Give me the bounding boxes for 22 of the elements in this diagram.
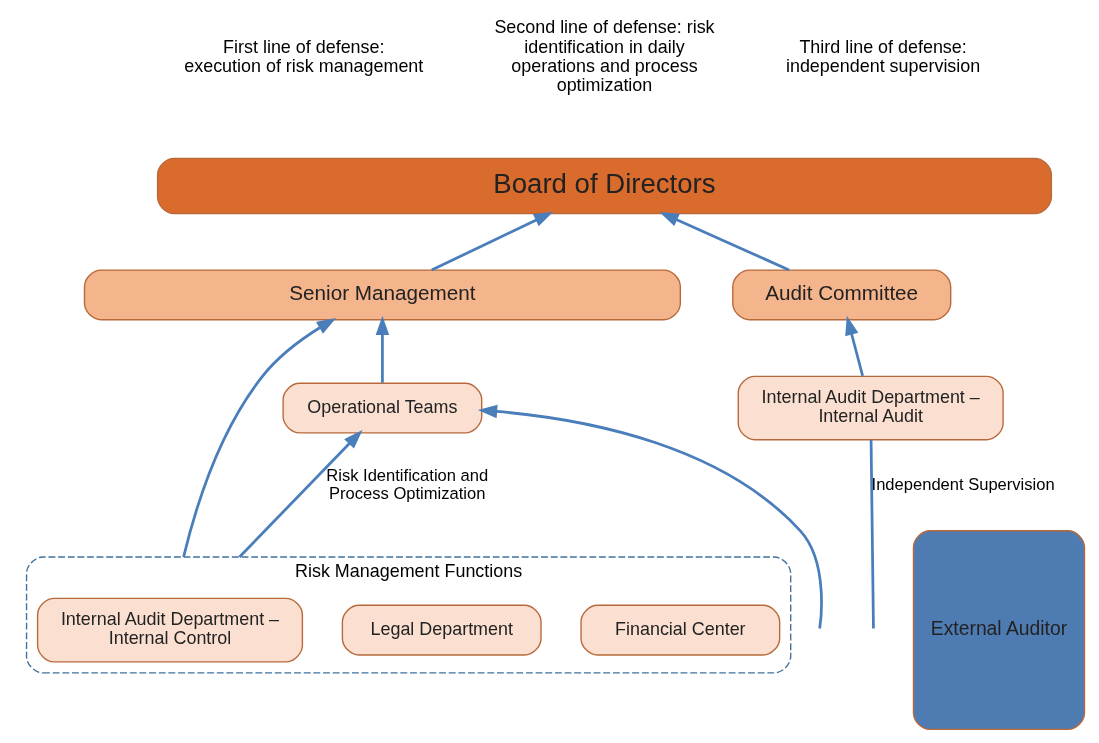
arrow	[477, 404, 823, 629]
arrow	[844, 315, 864, 377]
arrow	[237, 429, 363, 558]
label: First line of defense: execution of risk management	[183, 36, 423, 77]
node-box: Board of Directors	[156, 157, 1052, 215]
arrow	[430, 211, 553, 272]
node-box: Financial Center	[579, 604, 780, 656]
arrow	[658, 211, 790, 272]
node-box: External Auditor	[912, 530, 1085, 731]
edge-label: Independent Supervision	[871, 474, 1055, 494]
label: Third line of defense: independent supervision	[785, 36, 980, 77]
node-box: Senior Management	[83, 269, 681, 321]
node-box: Audit Committee	[731, 269, 951, 321]
node-box: Legal Department	[341, 604, 542, 656]
label: Second line of defense: risk identification in daily operations and process optimization	[493, 17, 715, 96]
node-box: Operational Teams	[281, 382, 482, 434]
node-box: Internal Audit Department – Internal Audit	[737, 375, 1004, 441]
arrow	[375, 315, 389, 383]
connector	[869, 439, 875, 629]
arrow	[181, 317, 336, 558]
edge-label: Risk Identification and Process Optimization	[325, 465, 488, 503]
node-box: Internal Audit Department – Internal Control	[36, 597, 303, 663]
